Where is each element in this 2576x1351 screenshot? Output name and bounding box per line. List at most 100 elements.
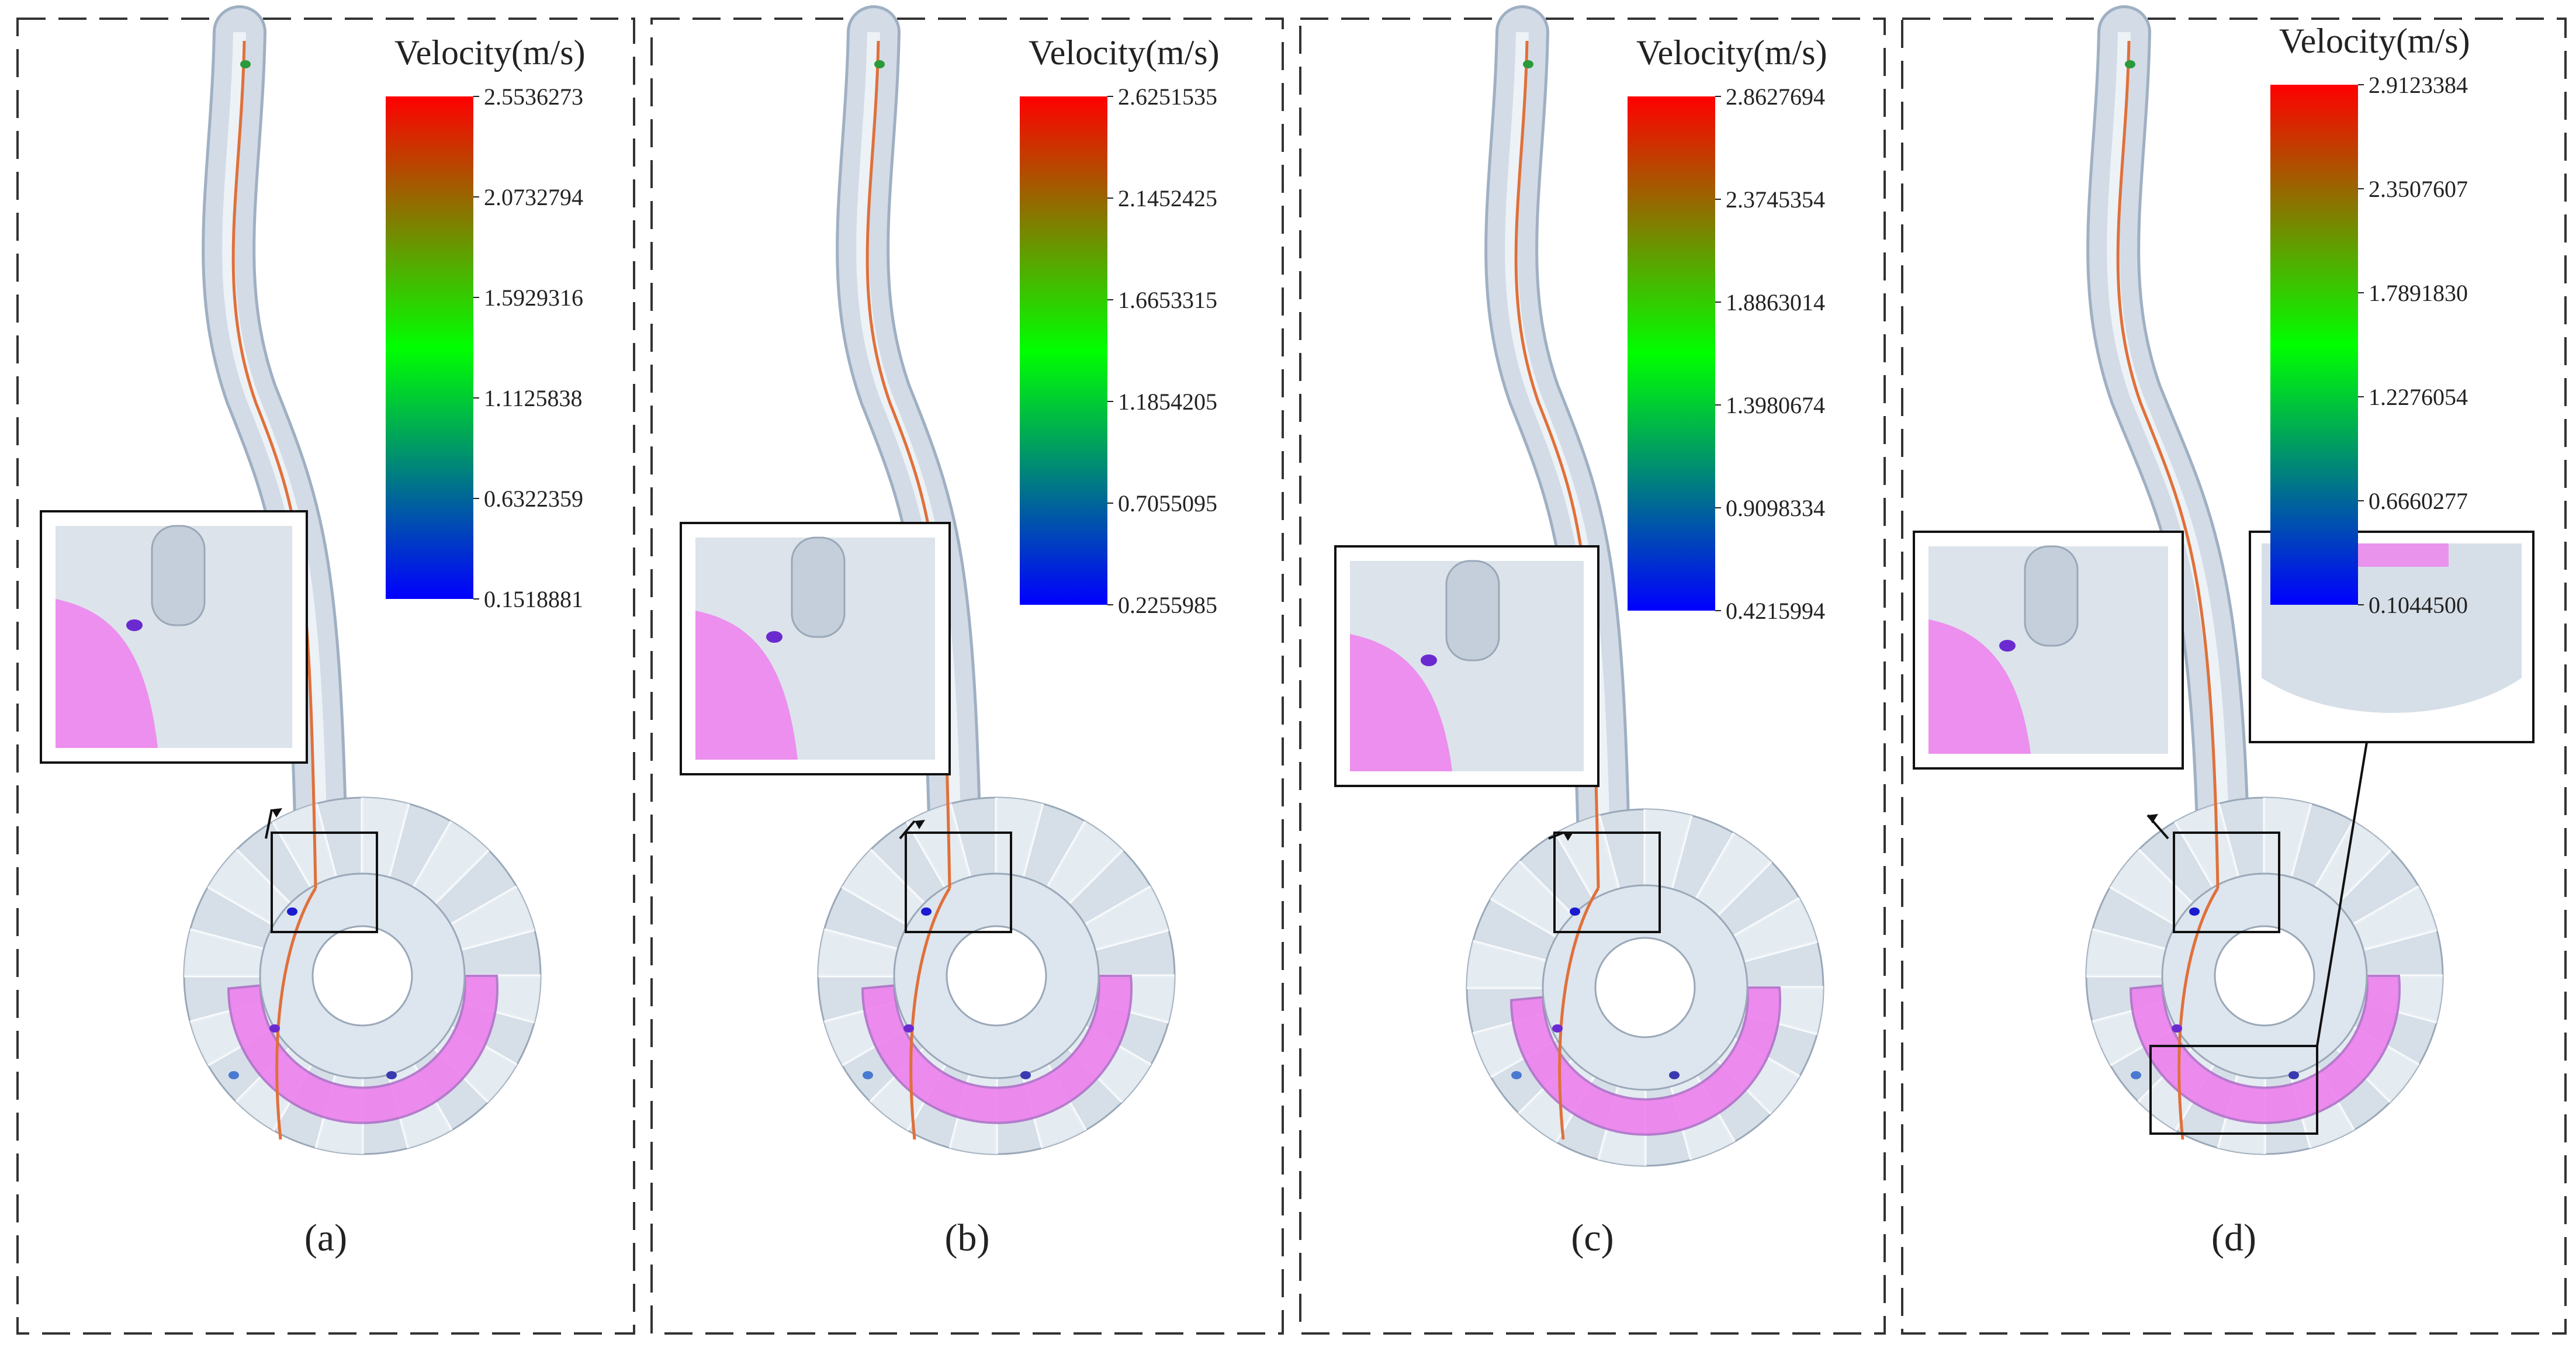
zoom-inset [1334, 545, 1599, 787]
particle [863, 1071, 873, 1079]
particle [240, 60, 251, 68]
blade-segment [207, 850, 290, 925]
blade-segment [184, 930, 264, 976]
particle [2131, 1071, 2141, 1079]
zoom-arrow-head [272, 808, 282, 817]
velocity-legend: Velocity(m/s)2.86276942.37453541.8863014… [1628, 33, 1827, 624]
legend-title: Velocity(m/s) [1636, 33, 1827, 72]
particle [2125, 60, 2135, 68]
zoom-inset-pipe [2024, 545, 2079, 647]
tick-label: 1.6653315 [1118, 287, 1217, 313]
velocity-legend: Velocity(m/s)2.55362732.07327941.5929316… [386, 33, 586, 612]
legend-title: Velocity(m/s) [394, 33, 586, 72]
blade-segment [1733, 898, 1817, 961]
panel-1: Velocity(m/s)2.55362732.07327941.5929316… [16, 5, 635, 1335]
blade-divider [2335, 848, 2392, 905]
tick-label: 0.2255985 [1118, 592, 1217, 618]
blade-divider [1733, 897, 1801, 938]
particle [228, 1071, 239, 1079]
zoom-inset-particle [1421, 654, 1437, 666]
particle [1511, 1071, 1522, 1079]
zoom-inset-particle [126, 619, 143, 631]
tick-label: 2.1452425 [1118, 185, 1217, 212]
blade-segment [2086, 930, 2166, 976]
zoom-inset-pipe [791, 536, 846, 638]
tick-label: 2.9123384 [2369, 72, 2468, 98]
particle [287, 907, 297, 916]
highlight-box [2173, 832, 2280, 933]
blade-divider [948, 803, 972, 878]
blade-segment [1696, 833, 1771, 916]
disk-hub-hole [2214, 925, 2315, 1027]
zoom-inset [40, 510, 308, 764]
particle [2172, 1024, 2182, 1033]
particle [903, 1024, 914, 1033]
blade-segment [1467, 941, 1546, 988]
streamline-disk [275, 887, 317, 1140]
tick-label: 0.6322359 [484, 486, 583, 512]
disk [817, 796, 1176, 1155]
tick-label: 2.0732794 [484, 184, 583, 210]
magenta-channel [861, 975, 1133, 1124]
zoom-arrow-head [1563, 832, 1574, 841]
particle [874, 60, 885, 68]
color-scale-bar [2270, 85, 2358, 605]
disk [2085, 796, 2444, 1155]
tick-label: 1.3980674 [1726, 392, 1825, 418]
zoom-arrow-head [2148, 814, 2158, 823]
legend-title: Velocity(m/s) [1029, 33, 1220, 72]
highlight-box [905, 832, 1012, 933]
highlight-box [271, 832, 378, 933]
tick-label: 0.1044500 [2369, 592, 2468, 618]
disk [1466, 808, 1824, 1167]
highlight-box-rim [2149, 1045, 2318, 1135]
zoom-inset [680, 522, 951, 775]
blade-divider [1670, 815, 1693, 889]
blade-segment [842, 850, 925, 925]
blade-segment [1556, 815, 1619, 899]
blade-segment [273, 803, 336, 888]
tick-label: 0.1518881 [484, 586, 583, 612]
zoom-inset-channel [56, 599, 158, 748]
tick-label: 2.3745354 [1726, 186, 1825, 213]
disk-hub-hole [946, 925, 1047, 1027]
zoom-arrow [1548, 832, 1564, 840]
zoom-arrow-head [915, 820, 925, 829]
blade-divider [1597, 815, 1621, 889]
panel-frame [650, 18, 1284, 1335]
color-scale-bar [386, 96, 473, 599]
blade-segment [2315, 821, 2391, 904]
zoom-arrow [899, 820, 916, 840]
particle [2189, 907, 2200, 916]
disk-hub-hole [311, 925, 413, 1027]
blade-divider [1716, 860, 1772, 917]
blade-segment [1085, 886, 1169, 950]
highlight-box [1553, 832, 1661, 933]
panel-4: Velocity(m/s)2.91233842.35076071.7891830… [1901, 5, 2567, 1335]
streamline-disk [1558, 887, 1600, 1140]
particle [2288, 1071, 2299, 1079]
color-scale-bar [1628, 96, 1715, 611]
zoom-inset-channel [695, 611, 798, 760]
legend-title: Velocity(m/s) [2279, 22, 2470, 60]
disk-hub-hole [1594, 937, 1696, 1038]
streamline-pipe [2116, 40, 2220, 889]
panel-label: (a) [304, 1217, 347, 1259]
blade-divider [2289, 803, 2312, 878]
color-scale-bar [1020, 96, 1107, 605]
particle [386, 1071, 397, 1079]
blade-segment [413, 821, 489, 904]
magenta-channel [2130, 975, 2401, 1124]
blade-segment [2175, 803, 2238, 888]
zoom-inset-pipe [151, 525, 206, 626]
tick-label: 0.4215994 [1726, 598, 1825, 624]
blade-segment [1047, 821, 1123, 904]
particle [1669, 1071, 1680, 1079]
panel-frame [16, 18, 635, 1335]
blade-segment [2110, 850, 2193, 925]
blade-segment [2265, 798, 2311, 877]
magenta-channel [227, 975, 498, 1124]
magenta-channel [1510, 986, 1781, 1136]
zoom-inset-channel [1928, 619, 2031, 754]
tick-label: 2.5536273 [484, 84, 583, 110]
